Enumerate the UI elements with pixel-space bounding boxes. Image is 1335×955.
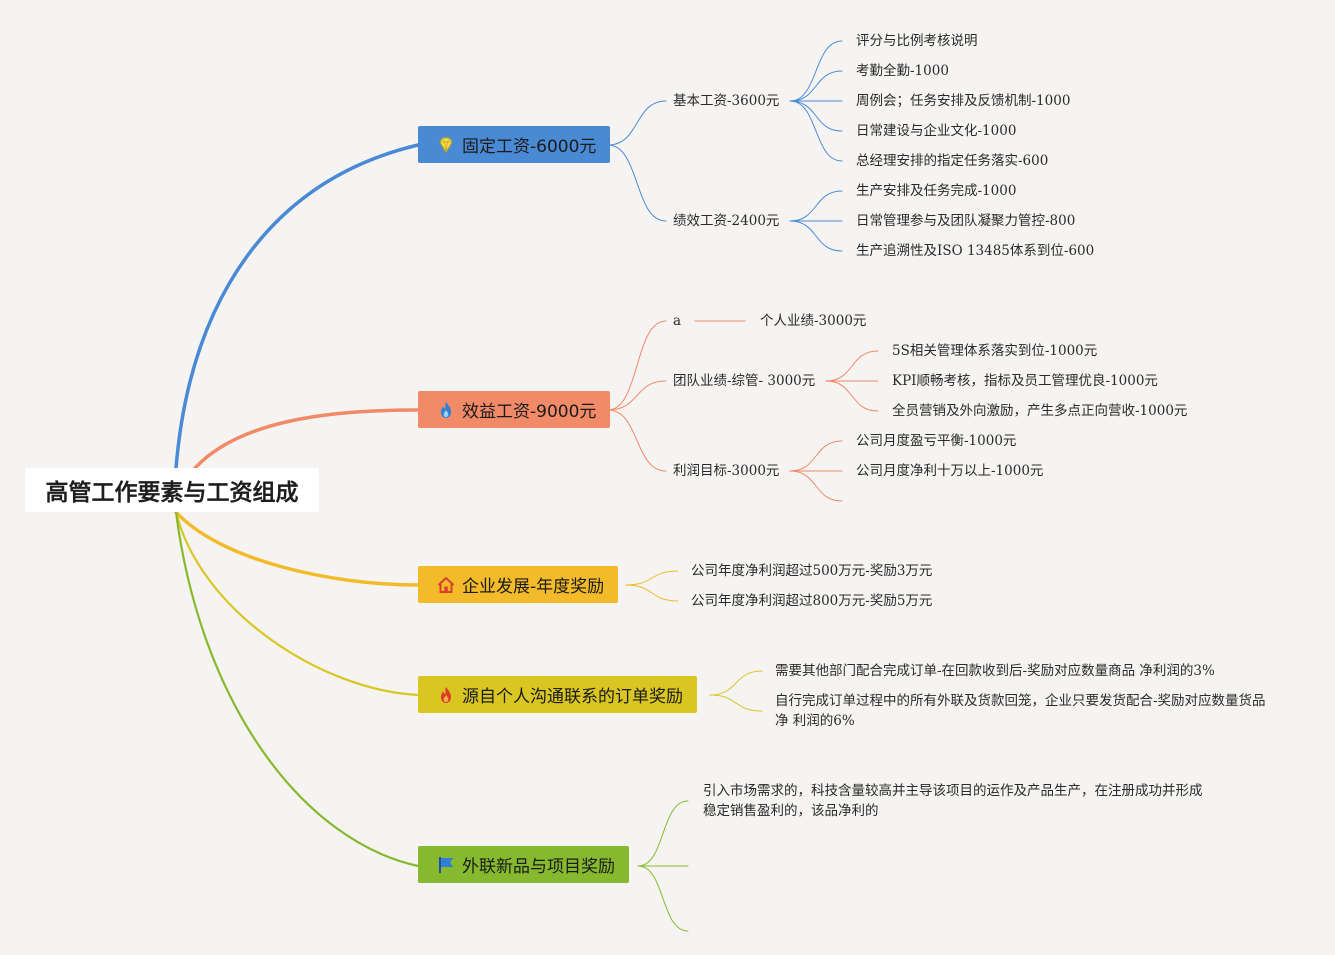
sub-line	[607, 100, 667, 146]
team-item[interactable]: KPI顺畅考核，指标及员工管理优良-1000元	[892, 373, 1158, 389]
basic-item[interactable]: 考勤全勤-1000	[856, 63, 949, 79]
leaf-line	[825, 350, 879, 382]
branch-line-benefit	[193, 408, 420, 470]
personal-performance-item[interactable]: 个人业绩-3000元	[760, 313, 867, 329]
branch-label: 外联新品与项目奖励	[462, 857, 615, 877]
leaf-line	[637, 800, 689, 867]
order-item[interactable]: 需要其他部门配合完成订单-在回款收到后-奖励对应数量商品 净利润的3%	[775, 663, 1215, 679]
leaf-line	[789, 220, 843, 252]
leaf-line	[789, 70, 843, 102]
leaf-line	[825, 380, 879, 412]
branch-line-project	[174, 510, 420, 868]
team-item[interactable]: 全员营销及外向激励，产生多点正向营收-1000元	[892, 403, 1188, 419]
leaf-line	[625, 584, 679, 602]
branch-project-bonus[interactable]: 外联新品与项目奖励	[418, 846, 629, 883]
sub-line	[607, 144, 667, 222]
performance-item[interactable]: 生产追溯性及ISO 13485体系到位-600	[856, 243, 1095, 259]
performance-salary-topic[interactable]: 绩效工资-2400元	[673, 213, 780, 229]
sub-line	[607, 320, 667, 411]
leaf-line	[709, 670, 763, 696]
branch-benefit-salary[interactable]: 效益工资-9000元	[418, 391, 611, 428]
leaf-line	[789, 440, 843, 472]
profit-target-topic[interactable]: 利润目标-3000元	[673, 463, 780, 479]
branch-line-annual	[174, 510, 420, 587]
root-topic[interactable]: 高管工作要素与工资组成	[25, 468, 319, 512]
branch-line-fixed	[174, 143, 420, 470]
leaf-line	[789, 100, 843, 132]
profit-item[interactable]: 公司月度盈亏平衡-1000元	[856, 433, 1017, 449]
team-item[interactable]: 5S相关管理体系落实到位-1000元	[892, 343, 1098, 359]
branch-annual-bonus[interactable]: 企业发展-年度奖励	[418, 566, 619, 603]
flag-icon	[436, 855, 456, 875]
home-icon	[436, 575, 456, 595]
branch-label: 固定工资-6000元	[462, 137, 597, 157]
basic-salary-topic[interactable]: 基本工资-3600元	[673, 93, 780, 109]
leaf-line	[789, 190, 843, 222]
basic-item[interactable]: 日常建设与企业文化-1000	[856, 123, 1017, 139]
leaf-line	[709, 694, 763, 712]
sub-line	[607, 380, 667, 411]
team-performance-topic[interactable]: 团队业绩-综管- 3000元	[673, 373, 816, 389]
leaf-line	[789, 100, 843, 162]
performance-item[interactable]: 日常管理参与及团队凝聚力管控-800	[856, 213, 1076, 229]
basic-item[interactable]: 周例会；任务安排及反馈机制-1000	[856, 93, 1071, 109]
leaf-line	[789, 470, 843, 502]
branch-label: 源自个人沟通联系的订单奖励	[462, 687, 683, 707]
branch-line-order	[174, 510, 420, 697]
project-item[interactable]: 引入市场需求的，科技含量较高并主导该项目的运作及产品生产，在注册成功并形成稳定销…	[703, 783, 1203, 819]
branch-order-bonus[interactable]: 源自个人沟通联系的订单奖励	[418, 676, 697, 713]
branch-label: 企业发展-年度奖励	[462, 577, 605, 597]
leaf-line	[789, 40, 843, 102]
branch-fixed-salary[interactable]: 固定工资-6000元	[418, 126, 611, 163]
annual-item[interactable]: 公司年度净利润超过800万元-奖励5万元	[691, 593, 933, 609]
leaf-line	[637, 865, 689, 932]
annual-item[interactable]: 公司年度净利润超过500万元-奖励3万元	[691, 563, 933, 579]
basic-item[interactable]: 总经理安排的指定任务落实-600	[856, 153, 1049, 169]
profit-item[interactable]: 公司月度净利十万以上-1000元	[856, 463, 1044, 479]
leaf-line	[625, 570, 679, 586]
a-topic[interactable]: a	[673, 313, 682, 329]
sub-line	[607, 409, 667, 472]
branch-label: 效益工资-9000元	[462, 402, 597, 422]
basic-item[interactable]: 评分与比例考核说明	[856, 33, 978, 49]
fire-icon	[436, 685, 456, 705]
diamond-icon	[436, 135, 456, 155]
order-item[interactable]: 自行完成订单过程中的所有外联及货款回笼，企业只要发货配合-奖励对应数量货品净 利…	[775, 693, 1266, 729]
flame-icon	[436, 400, 456, 420]
performance-item[interactable]: 生产安排及任务完成-1000	[856, 183, 1017, 199]
